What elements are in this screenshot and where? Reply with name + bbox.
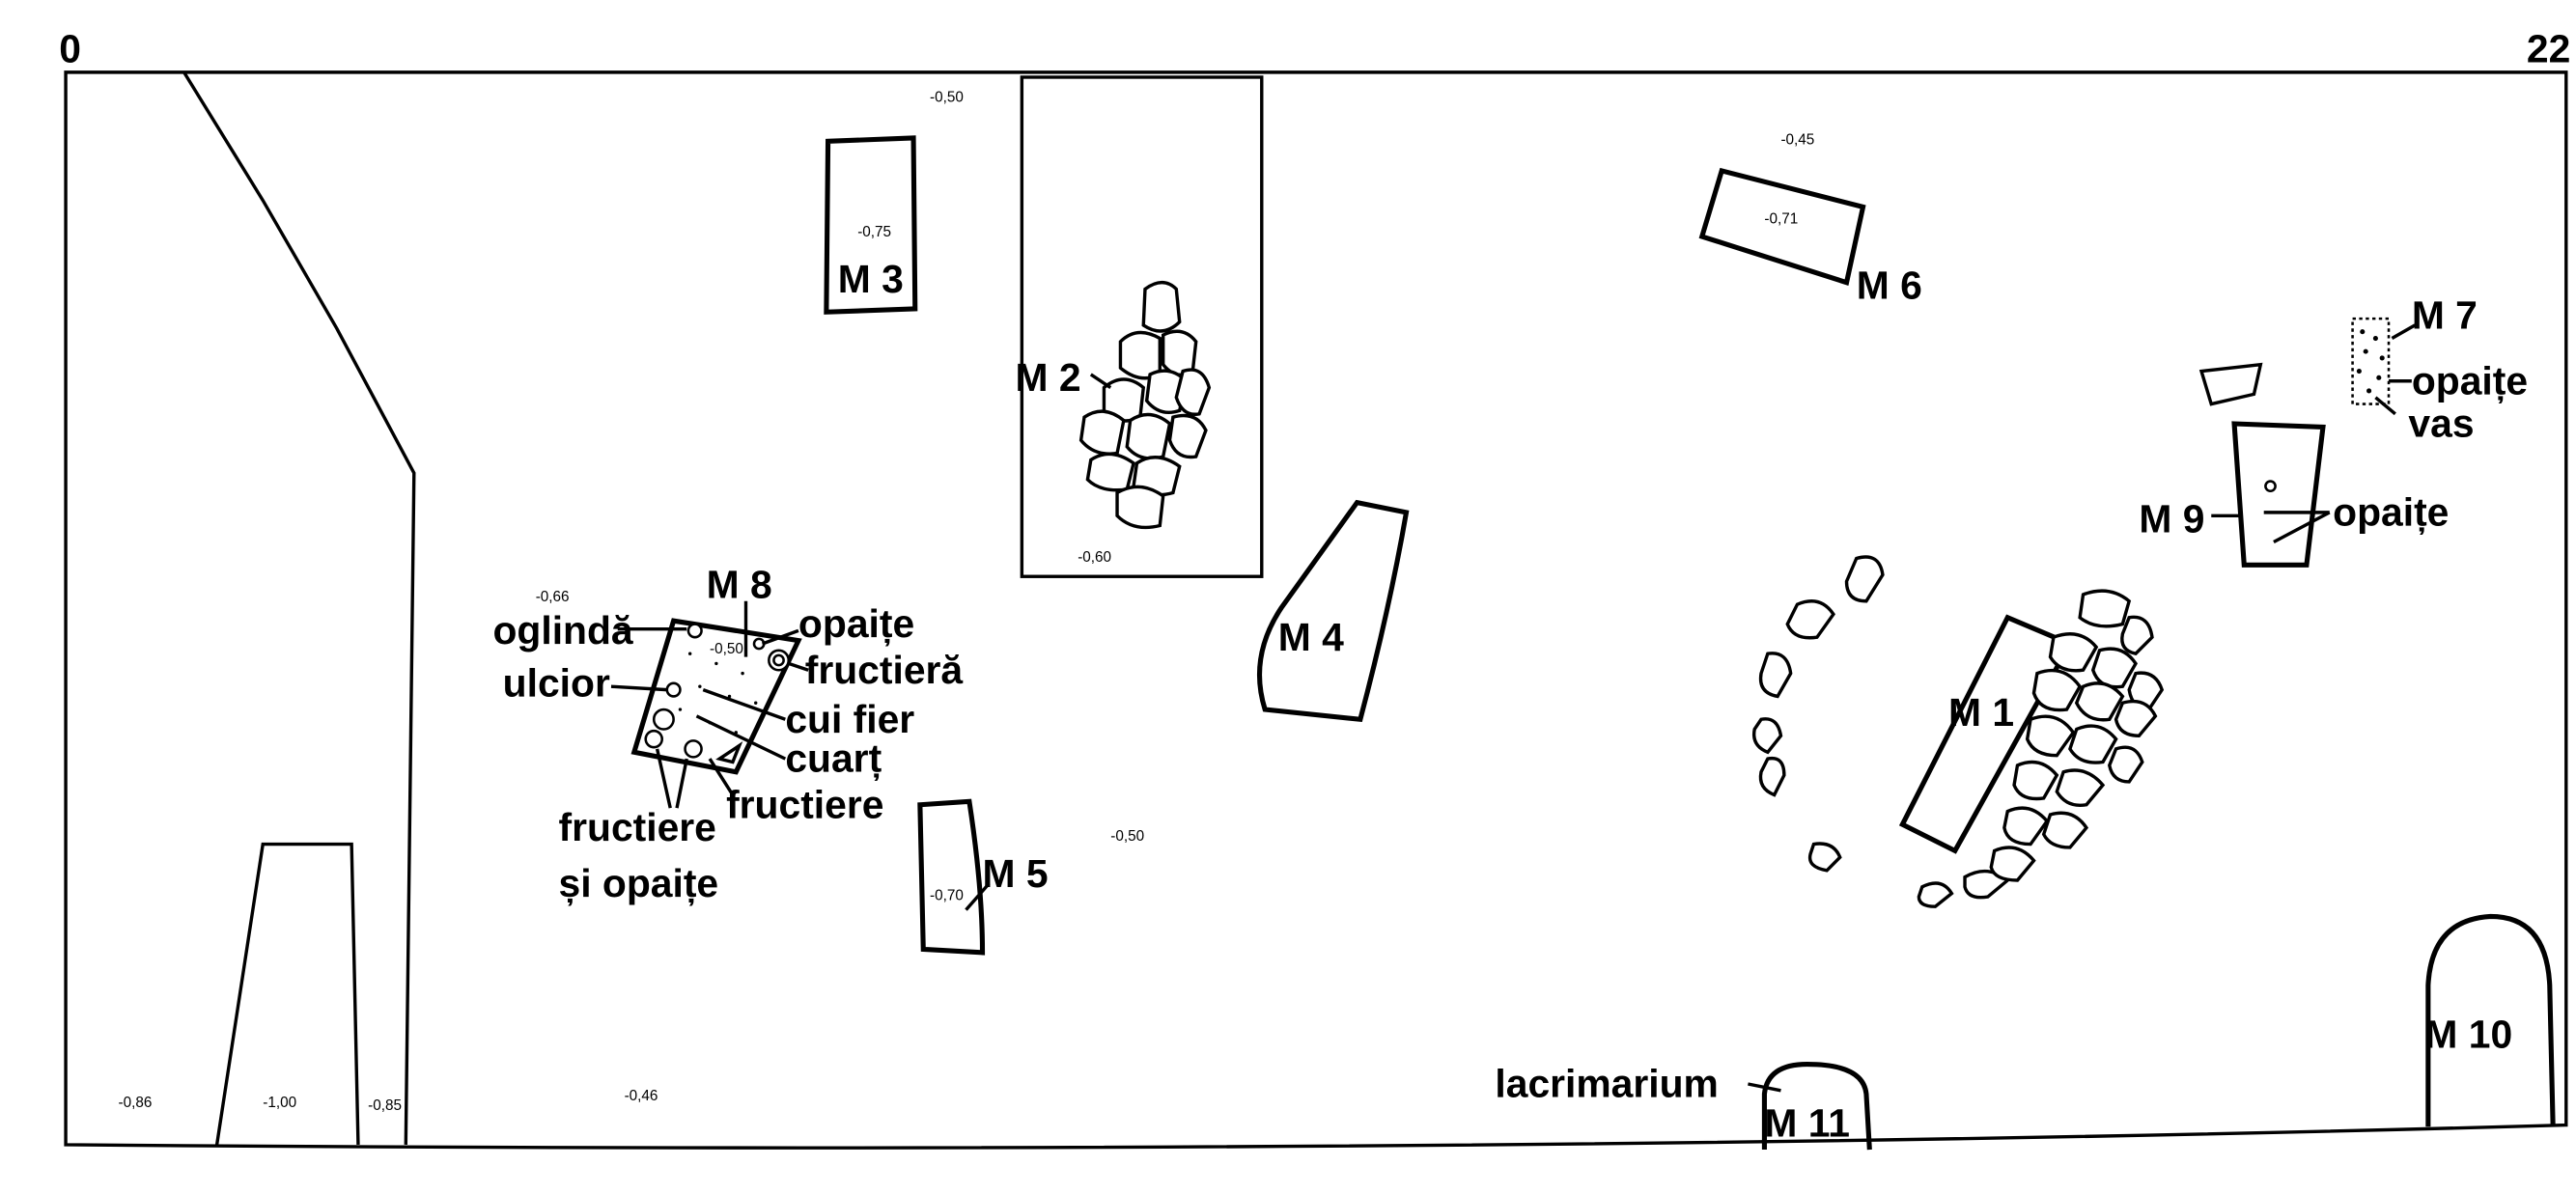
m9-stone <box>2198 362 2263 406</box>
m3-grave <box>824 135 918 315</box>
elevation-mark: -0,66 <box>536 589 570 605</box>
fructiere-si-label-line1: fructiere <box>559 805 716 849</box>
m2-leader <box>1089 373 1112 389</box>
cui-fier-label: cui fier <box>785 697 914 741</box>
m9-label: M 9 <box>2139 496 2204 541</box>
elevation-mark: -0,86 <box>119 1095 153 1111</box>
elevation-mark: -0,60 <box>1078 549 1111 566</box>
m8-grave <box>630 618 802 775</box>
boundary-line <box>182 70 416 1145</box>
elevation-mark: -0,75 <box>857 224 891 240</box>
m8-stipple <box>678 652 758 735</box>
m6-label: M 6 <box>1857 264 1922 308</box>
m8-oglinda-find <box>686 623 703 639</box>
m4-label: M 4 <box>1278 615 1344 659</box>
m8-cuart-find <box>715 741 743 764</box>
m2-label: M 2 <box>1016 355 1081 400</box>
cuart-label: cuarț <box>785 736 882 781</box>
fructiera-label: fructieră <box>805 648 964 692</box>
cuart-leader <box>695 714 787 761</box>
m5-grave <box>917 798 986 956</box>
m7-leader <box>2391 323 2417 340</box>
m7-vas-label: vas <box>2408 402 2474 446</box>
fructiere-label: fructiere <box>726 782 883 826</box>
m10-label: M 10 <box>2424 1013 2512 1057</box>
m2-enclosure <box>1020 75 1264 578</box>
m8-fructiere-find-2 <box>644 729 663 749</box>
m4-grave <box>1257 499 1410 723</box>
elevation-mark: -0,71 <box>1764 210 1798 227</box>
elevation-mark: -0,50 <box>1110 828 1144 845</box>
elevation-mark: -0,45 <box>1780 132 1814 149</box>
m3-label: M 3 <box>838 257 904 301</box>
m10-grave <box>2425 913 2556 1127</box>
m7-label: M 7 <box>2412 292 2478 337</box>
m7-stipple <box>2356 329 2385 394</box>
m8-fructiera-find-inner <box>772 653 785 667</box>
elevation-mark: -0,46 <box>625 1088 658 1104</box>
oglinda-label: oglindă <box>492 608 632 653</box>
m9-opaite-leader-2 <box>2273 511 2331 544</box>
m1-label: M 1 <box>1948 690 2014 735</box>
m9-opaite-label: opaițe <box>2333 489 2449 534</box>
opaite-m8-leader <box>761 628 799 646</box>
elevation-mark: -0,50 <box>930 89 964 105</box>
cui-fier-leader <box>702 688 786 721</box>
elevation-mark: -1,00 <box>263 1095 296 1111</box>
m9-find <box>2264 480 2277 493</box>
elevation-mark: -0,70 <box>930 887 964 903</box>
fructiere-si-label-line2: și opaițe <box>559 861 719 905</box>
m2-stone-cluster <box>1078 280 1212 530</box>
m7-grave <box>2351 317 2391 405</box>
trench-outline <box>64 70 2568 1150</box>
ulcior-leader <box>610 684 667 692</box>
m5-leader <box>965 882 991 911</box>
m11-label: M 11 <box>1764 1100 1850 1145</box>
opaite-m8-label: opaițe <box>798 601 914 646</box>
m9-grave <box>2231 421 2326 568</box>
m7-vas-leader <box>2374 396 2396 416</box>
m7-opaite-label: opaițe <box>2412 358 2528 403</box>
fructiere-si-leader <box>655 748 672 809</box>
m8-ulcior-find <box>665 681 682 698</box>
scale-start-label: 0 <box>59 27 81 71</box>
m1-grave <box>1898 614 2074 854</box>
m11-grave <box>1761 1062 1872 1151</box>
m8-fructiere-find <box>652 708 675 731</box>
lacrimarium-leader <box>1748 1082 1781 1093</box>
fructiera-leader <box>788 661 809 672</box>
fructiere-leader <box>708 758 735 796</box>
m5-label: M 5 <box>983 851 1049 896</box>
boundary-line-lower <box>214 842 360 1146</box>
ulcior-label: ulcior <box>503 660 610 705</box>
elevation-mark: -0,50 <box>710 641 743 657</box>
lacrimarium-label: lacrimarium <box>1495 1062 1718 1106</box>
m1-stone-arc <box>1751 555 2165 908</box>
fructiere-si-leader-2 <box>675 758 688 809</box>
m8-label: M 8 <box>707 562 772 606</box>
m6-grave <box>1698 167 1866 286</box>
m8-fructiere-find-3 <box>684 739 703 759</box>
elevation-mark: -0,85 <box>368 1097 402 1114</box>
scale-end-label: 22 <box>2527 27 2570 71</box>
